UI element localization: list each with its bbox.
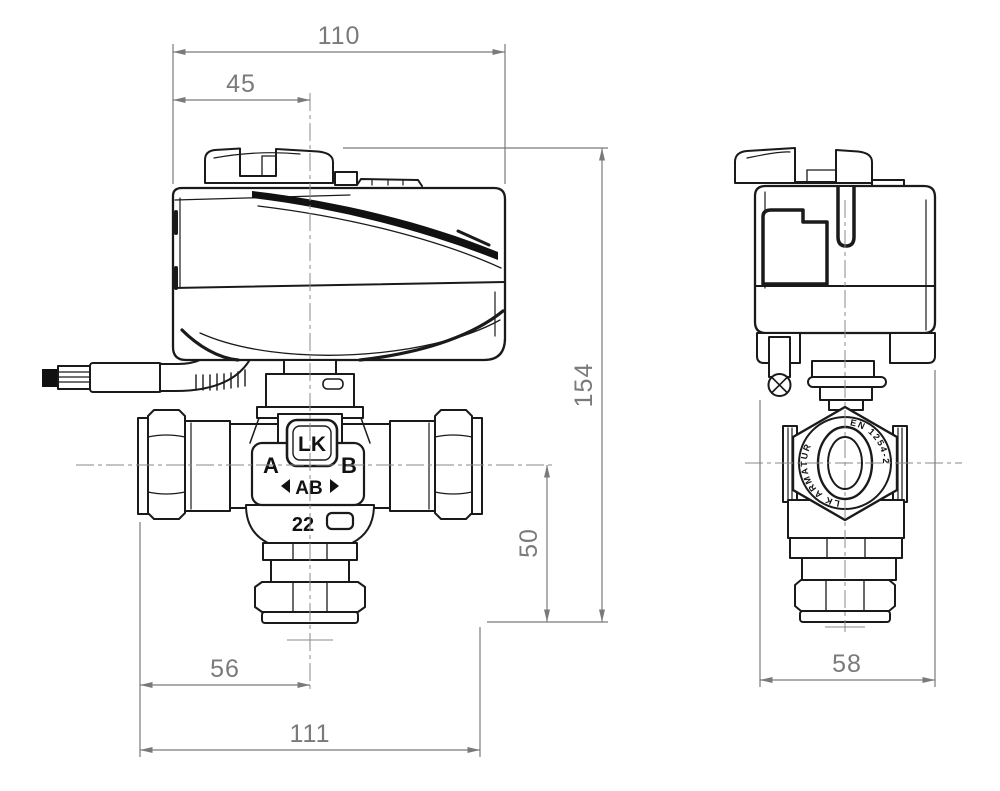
side-bottom-port [787,499,905,623]
cable-gland-ridges [195,369,246,391]
front-actuator-knob [204,147,423,187]
centerlines-group [76,93,962,692]
dim-50-label: 50 [515,528,543,558]
front-actuator-body [171,186,507,362]
front-view-group [42,147,507,624]
dimension-labels: 110 45 154 50 56 111 58 [210,22,862,748]
dim-45-label: 45 [226,70,256,98]
side-actuator-knob [734,147,905,187]
dim-111-label: 111 [289,720,330,748]
lk-logo-text: LK [298,433,326,456]
side-stem-adapter [807,360,887,411]
dim-56-label: 56 [210,655,240,683]
dim-110-label: 110 [318,22,361,50]
port-ab-label: AB [295,478,322,499]
dim-58-label: 58 [832,650,862,678]
dim-154-label: 154 [570,363,598,408]
size-22-label: 22 [292,514,314,536]
front-valve-ports [137,409,483,520]
side-view-group [734,147,937,623]
dimensions-group [139,44,936,757]
side-cable-gland [767,336,792,397]
